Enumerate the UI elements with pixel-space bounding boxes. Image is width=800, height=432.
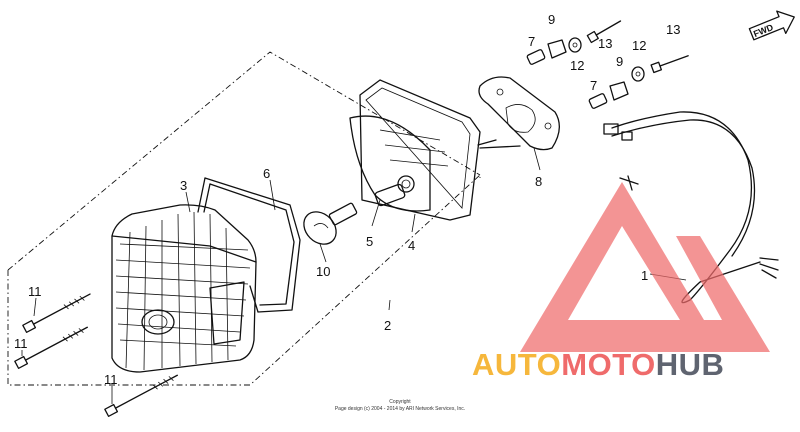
watermark-brand: AUTOMOTOHUB (472, 347, 724, 383)
bulb-socket (374, 175, 415, 207)
watermark-brand-hub: HUB (655, 347, 725, 382)
callout-2: 2 (384, 318, 391, 333)
base-plate (478, 76, 560, 151)
bulb (303, 202, 358, 245)
watermark-brand-moto: MOTO (561, 347, 656, 382)
callouts: 3 6 5 4 10 2 8 1 11 11 11 9 7 12 13 9 7 … (14, 12, 680, 387)
callout-12-top: 12 (570, 58, 584, 73)
copyright-line-1: Copyright (389, 399, 411, 405)
watermark-logo (520, 182, 770, 352)
callout-9-bottom: 9 (616, 54, 623, 69)
lamp-housing (349, 79, 497, 221)
callout-8: 8 (535, 174, 542, 189)
copyright-line-2: Page design (c) 2004 - 2014 by ARI Netwo… (335, 406, 465, 412)
callout-12-bottom: 12 (632, 38, 646, 53)
callout-3: 3 (180, 178, 187, 193)
callout-11-middle: 11 (14, 336, 28, 351)
callout-4: 4 (408, 238, 415, 253)
gasket (197, 177, 301, 313)
tail-lens (111, 204, 257, 373)
assembly-bracket-outline (7, 51, 481, 386)
watermark-brand-auto: AUTO (472, 347, 562, 382)
callout-10: 10 (316, 264, 330, 279)
callout-13-top: 13 (598, 36, 612, 51)
callout-9-top: 9 (548, 12, 555, 27)
callout-7-top: 7 (528, 34, 535, 49)
fwd-arrow: FWD (748, 10, 795, 41)
callout-13-bottom: 13 (666, 22, 680, 37)
callout-7-bottom: 7 (590, 78, 597, 93)
lens-screws (14, 293, 178, 417)
callout-5: 5 (366, 234, 373, 249)
callout-6: 6 (263, 166, 270, 181)
callout-11-bottom: 11 (104, 372, 118, 387)
mounting-hardware (526, 20, 689, 109)
callout-11-top: 11 (28, 284, 42, 299)
copyright: Copyright Page design (c) 2004 - 2014 by… (335, 399, 465, 412)
callout-1: 1 (641, 268, 648, 283)
